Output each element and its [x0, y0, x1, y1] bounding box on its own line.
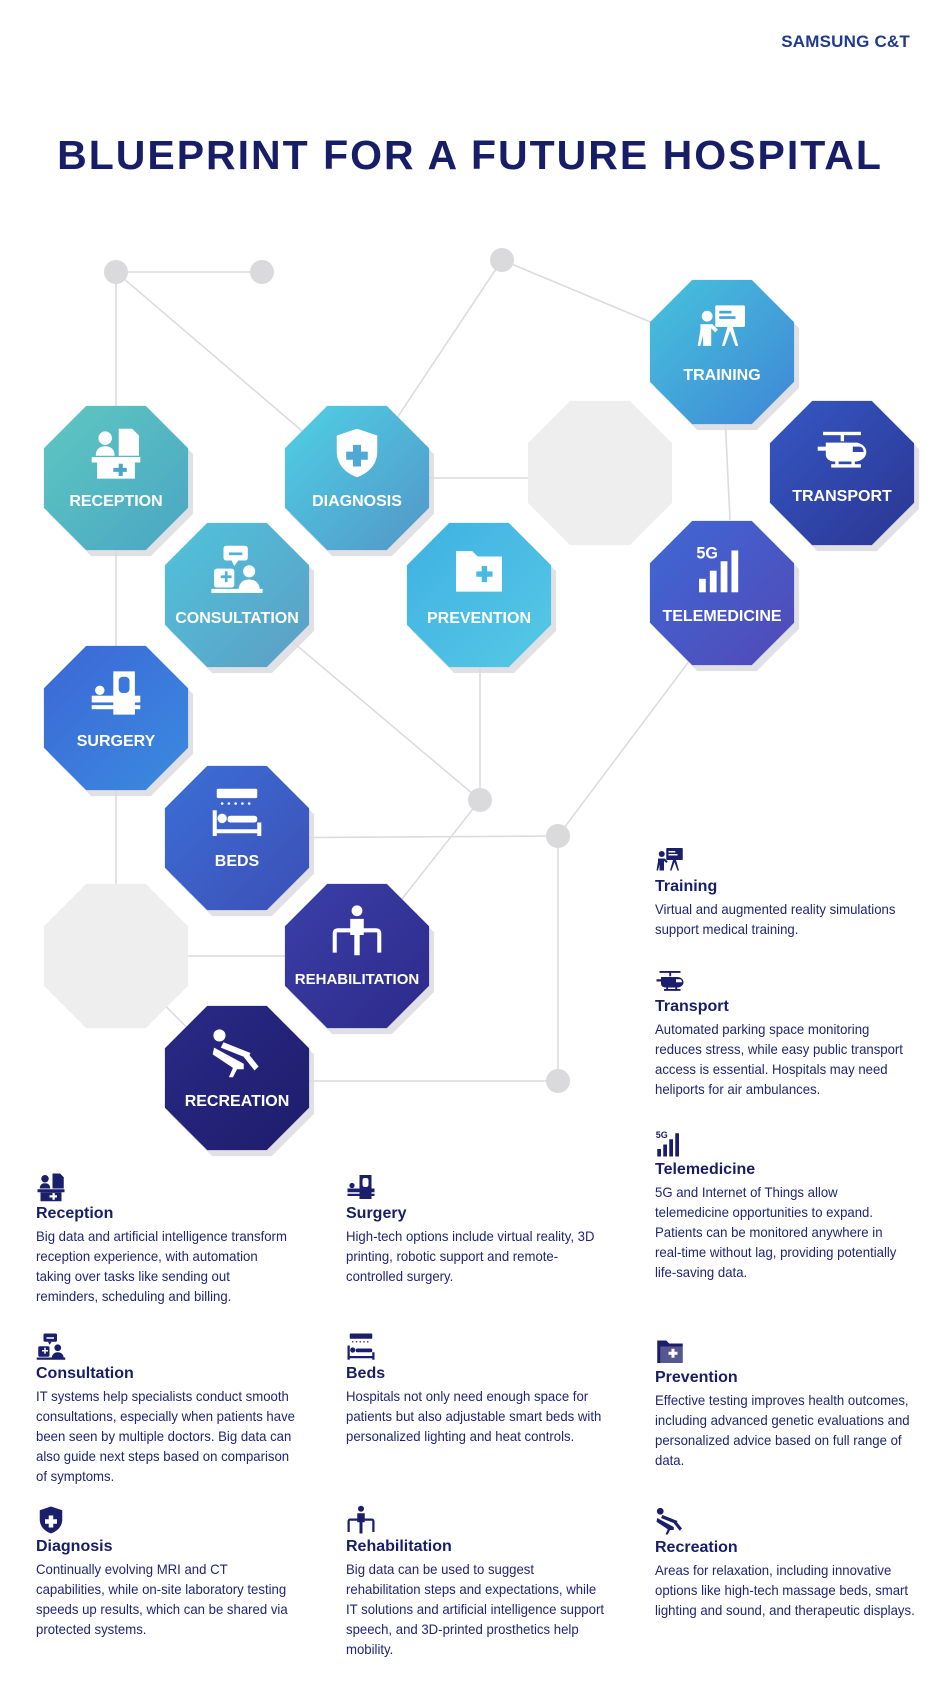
hex-surgery — [43, 645, 189, 791]
hex-label-transport: TRANSPORT — [792, 488, 892, 505]
info-consultation: Consultation IT systems help specialists… — [36, 1332, 316, 1486]
info-title: Transport — [655, 998, 729, 1015]
reclining-chair-icon — [656, 1507, 682, 1535]
folder-plus-icon — [456, 551, 502, 592]
scanner-icon — [347, 1175, 375, 1199]
info-title: Surgery — [346, 1205, 407, 1222]
hex-label-telemedicine: TELEMEDICINE — [662, 608, 781, 625]
network-diagram: RECEPTION DIAGNOSIS TRAINING TRANSPORT CONSU… — [43, 248, 920, 1157]
info-title: Diagnosis — [36, 1538, 113, 1555]
info-text: Areas for relaxation, including innovati… — [655, 1562, 915, 1618]
info-text: Virtual and augmented reality simulation… — [655, 901, 896, 937]
info-text: Big data and artificial intelligence tra… — [36, 1228, 287, 1304]
brand-logo: SAMSUNG C&T — [781, 32, 910, 51]
empty-hex-placeholder — [43, 883, 189, 1029]
info-title: Telemedicine — [655, 1161, 756, 1178]
hospital-bed-icon — [347, 1333, 375, 1360]
info-diagnosis: Diagnosis Continually evolving MRI and C… — [36, 1505, 311, 1639]
5g-signal-icon: 5G — [696, 545, 739, 593]
folder-plus-icon — [657, 1340, 683, 1363]
5g-signal-icon: 5G — [656, 1130, 679, 1157]
hex-label-reception: RECEPTION — [69, 493, 162, 510]
hex-prevention — [406, 522, 552, 668]
info-title: Prevention — [655, 1369, 738, 1386]
hex-label-consultation: CONSULTATION — [175, 610, 299, 627]
shield-cross-icon — [39, 1506, 63, 1534]
info-title: Reception — [36, 1205, 114, 1222]
info-beds: Beds Hospitals not only need enough spac… — [346, 1332, 621, 1446]
info-training: Training Virtual and augmented reality s… — [655, 845, 925, 939]
info-text: Automated parking space monitoring reduc… — [655, 1021, 903, 1097]
info-reception: Reception Big data and artificial intell… — [36, 1172, 311, 1306]
presentation-board-icon — [656, 848, 683, 871]
info-title: Beds — [346, 1365, 386, 1382]
helicopter-icon — [817, 431, 867, 468]
info-transport: Transport Automated parking space monito… — [655, 965, 930, 1099]
svg-text:5G: 5G — [696, 545, 718, 563]
svg-text:5G: 5G — [656, 1130, 668, 1140]
info-surgery: Surgery High-tech options include virtua… — [346, 1172, 621, 1286]
hex-label-recreation: RECREATION — [185, 1093, 290, 1110]
network-node-dot — [250, 260, 274, 284]
hex-label-prevention: PREVENTION — [427, 610, 531, 627]
hex-beds — [164, 765, 310, 911]
hex-label-surgery: SURGERY — [77, 733, 156, 750]
info-recreation: Recreation Areas for relaxation, includi… — [655, 1506, 935, 1620]
hex-label-beds: BEDS — [215, 853, 260, 870]
network-node-dot — [546, 1069, 570, 1093]
reception-desk-icon — [37, 1173, 65, 1202]
network-node-dot — [468, 788, 492, 812]
info-rehabilitation: Rehabilitation Big data can be used to s… — [346, 1505, 621, 1659]
hex-label-rehabilitation: REHABILITATION — [295, 971, 419, 988]
empty-hex-placeholder — [527, 400, 673, 546]
info-telemedicine: 5G Telemedicine 5G and Internet of Thing… — [655, 1128, 925, 1282]
walker-bars-icon — [347, 1505, 375, 1534]
consultation-chat-icon — [36, 1333, 66, 1360]
info-title: Recreation — [655, 1539, 738, 1556]
walker-bars-icon — [332, 905, 382, 956]
hex-telemedicine — [649, 520, 795, 666]
hex-rehabilitation — [284, 883, 430, 1029]
shield-cross-icon — [336, 428, 378, 478]
info-text: High-tech options include virtual realit… — [346, 1228, 595, 1284]
network-node-dot — [104, 260, 128, 284]
hex-diagnosis — [284, 405, 430, 551]
helicopter-icon — [656, 971, 684, 991]
info-text: Big data can be used to suggest rehabili… — [346, 1561, 604, 1657]
network-node-dot — [490, 248, 514, 272]
info-text: Continually evolving MRI and CT capabili… — [36, 1561, 288, 1637]
reception-desk-icon — [91, 428, 141, 479]
network-node-dot — [546, 824, 570, 848]
info-text: 5G and Internet of Things allow telemedi… — [655, 1184, 897, 1280]
hex-recreation — [164, 1005, 310, 1151]
info-title: Consultation — [36, 1365, 134, 1382]
hex-training — [649, 279, 795, 425]
page-title: BLUEPRINT FOR A FUTURE HOSPITAL — [57, 132, 883, 178]
network-line — [557, 659, 691, 837]
hex-consultation — [164, 522, 310, 668]
info-text: IT systems help specialists conduct smoo… — [36, 1388, 295, 1484]
hex-transport — [769, 400, 915, 546]
hospital-bed-icon — [212, 788, 262, 836]
info-prevention: Prevention Effective testing improves he… — [655, 1336, 930, 1470]
info-title: Rehabilitation — [346, 1538, 452, 1555]
reclining-chair-icon — [212, 1029, 259, 1078]
info-text: Effective testing improves health outcom… — [655, 1392, 910, 1468]
scanner-icon — [91, 671, 141, 715]
hex-label-diagnosis: DIAGNOSIS — [312, 493, 402, 510]
hex-label-training: TRAINING — [683, 367, 760, 384]
info-text: Hospitals not only need enough space for… — [346, 1388, 602, 1444]
consultation-chat-icon — [211, 545, 263, 593]
info-title: Training — [655, 878, 718, 895]
